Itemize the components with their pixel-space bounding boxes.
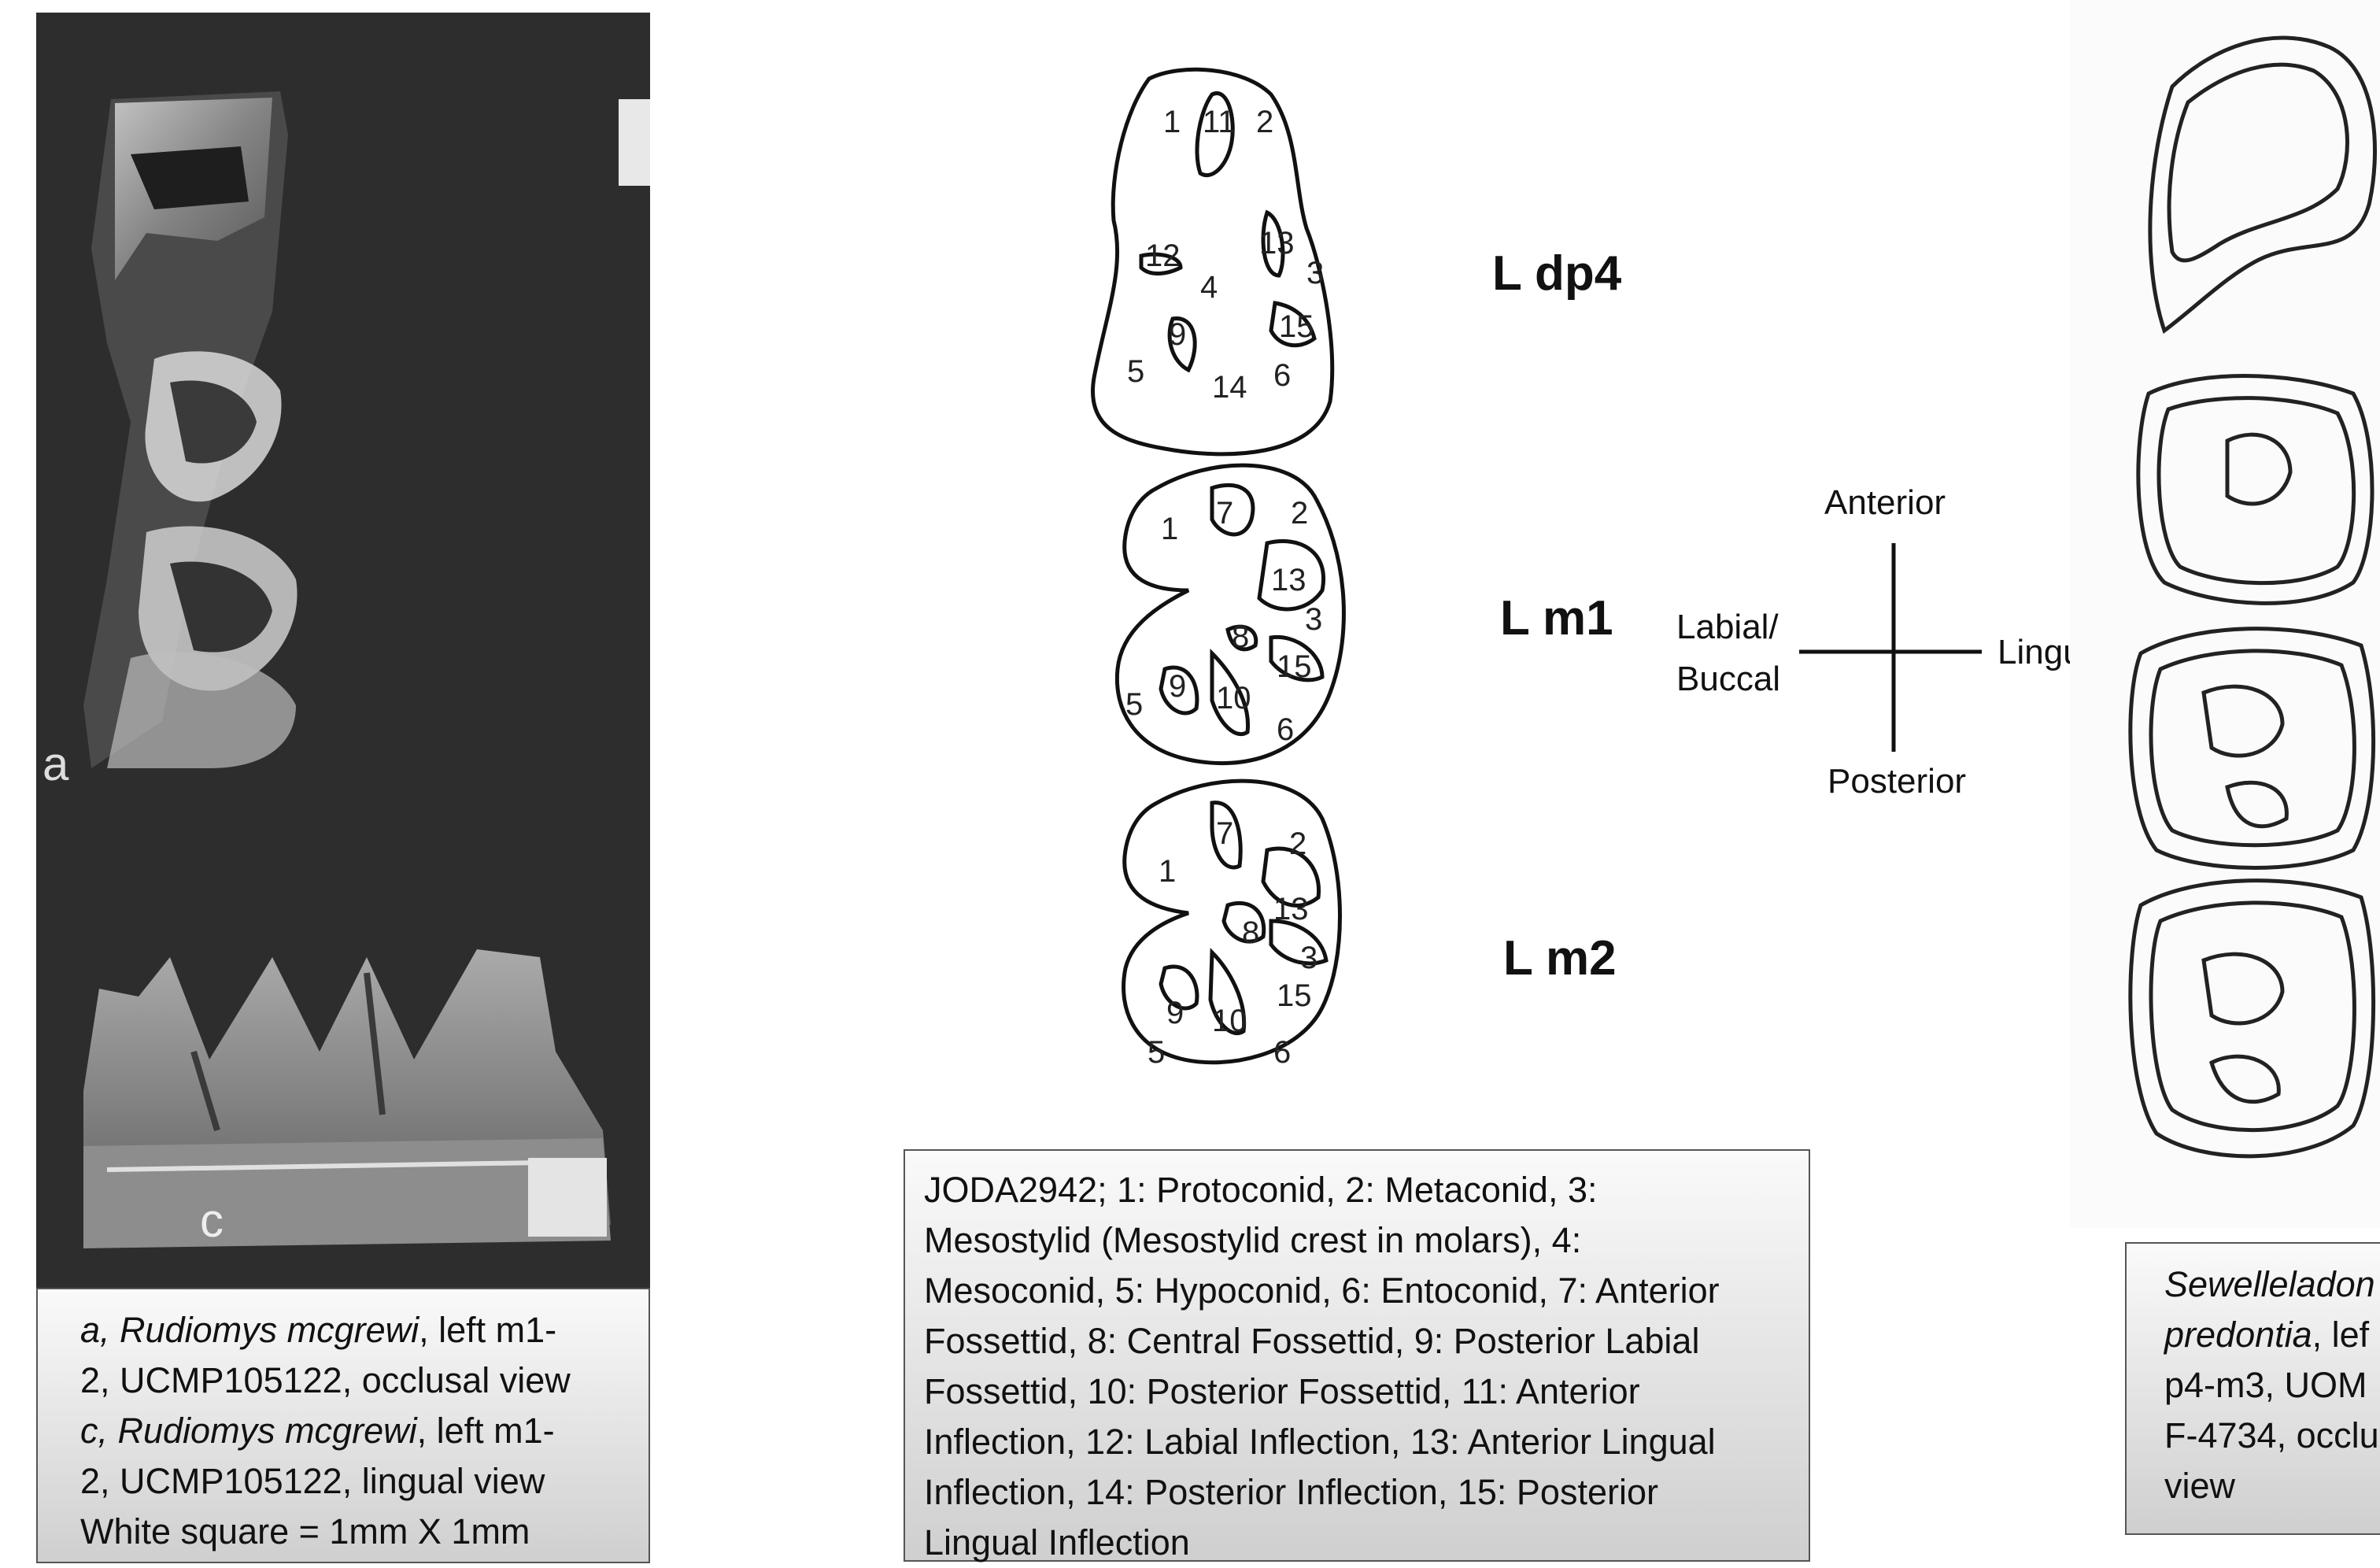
tooth-diagram: 1 11 2 12 13 3 4 9 15 5 14 6 7 1 2 13 3 … xyxy=(1070,47,1401,1118)
dp4-num: 4 xyxy=(1200,270,1218,305)
caption-line: Fossettid, 8: Central Fossettid, 9: Post… xyxy=(924,1316,1793,1366)
scale-square-top xyxy=(619,99,650,186)
caption-line: a, Rudiomys mcgrewi, left m1- xyxy=(80,1305,617,1355)
diagram-caption: JODA2942; 1: Protoconid, 2: Metaconid, 3… xyxy=(904,1149,1810,1562)
caption-line: Sewelleladon xyxy=(2164,1259,2380,1310)
m1-num: 5 xyxy=(1125,687,1143,722)
dp4-num: 3 xyxy=(1306,256,1324,290)
caption-line: Inflection, 14: Posterior Inflection, 15… xyxy=(924,1467,1793,1518)
m1-num: 7 xyxy=(1216,496,1233,531)
tooth-label-m1: L m1 xyxy=(1500,590,1613,646)
dp4-num: 14 xyxy=(1212,370,1247,405)
dp4-num: 11 xyxy=(1203,105,1236,139)
m2-num: 5 xyxy=(1148,1035,1165,1070)
specimen-photo-panel: a c xyxy=(36,13,650,1288)
caption-line: 2, UCMP105122, lingual view xyxy=(80,1456,617,1507)
caption-line: 2, UCMP105122, occlusal view xyxy=(80,1355,617,1406)
figure-label-a: a xyxy=(42,738,69,790)
m2-num: 7 xyxy=(1216,816,1233,851)
caption-line: JODA2942; 1: Protoconid, 2: Metaconid, 3… xyxy=(924,1165,1793,1215)
tooth-label-m2: L m2 xyxy=(1503,930,1617,986)
m2-num: 6 xyxy=(1273,1035,1291,1070)
m1-num: 8 xyxy=(1232,619,1249,654)
scale-square xyxy=(528,1158,607,1237)
figure-label-c: c xyxy=(200,1194,224,1247)
dp4-num: 12 xyxy=(1145,239,1181,273)
caption-line: predontia, lef xyxy=(2164,1310,2380,1360)
m2-num: 13 xyxy=(1273,892,1309,926)
caption-line: Lingual Inflection xyxy=(924,1518,1793,1568)
m1-num: 10 xyxy=(1216,681,1251,716)
occlusal-view-specimen xyxy=(83,91,298,768)
m2-num: 8 xyxy=(1242,915,1259,950)
caption-line: White square = 1mm X 1mm xyxy=(80,1507,617,1557)
dp4-num: 2 xyxy=(1256,105,1273,139)
caption-line: Fossettid, 10: Posterior Fossettid, 11: … xyxy=(924,1366,1793,1417)
m2-num: 1 xyxy=(1159,854,1176,889)
m1-num: 9 xyxy=(1169,669,1186,704)
m1-num: 2 xyxy=(1291,496,1308,531)
posterior-label: Posterior xyxy=(1828,762,1966,801)
dp4-num: 5 xyxy=(1127,354,1144,389)
orientation-cross xyxy=(1799,543,1988,756)
dp4-num: 1 xyxy=(1163,105,1181,139)
m2-num: 9 xyxy=(1166,996,1184,1030)
caption-line: c, Rudiomys mcgrewi, left m1- xyxy=(80,1406,617,1456)
m1-num: 13 xyxy=(1271,563,1306,597)
specimen-photo: a c xyxy=(36,13,650,1288)
labial-label: Labial/ xyxy=(1676,608,1779,647)
buccal-label: Buccal xyxy=(1676,660,1780,699)
dp4-num: 6 xyxy=(1273,358,1291,393)
caption-line: Inflection, 12: Labial Inflection, 13: A… xyxy=(924,1417,1793,1467)
dp4-num: 13 xyxy=(1259,226,1295,261)
left-caption: a, Rudiomys mcgrewi, left m1- 2, UCMP105… xyxy=(36,1288,650,1563)
caption-line: view xyxy=(2164,1461,2380,1511)
m2-num: 2 xyxy=(1289,827,1306,861)
tooth-label-dp4: L dp4 xyxy=(1492,246,1621,301)
caption-line: p4-m3, UOM xyxy=(2164,1360,2380,1411)
anterior-label: Anterior xyxy=(1824,483,1946,523)
right-caption: Sewelleladon predontia, lef p4-m3, UOM F… xyxy=(2125,1242,2380,1535)
m1-num: 3 xyxy=(1305,602,1322,637)
caption-line: Mesostylid (Mesostylid crest in molars),… xyxy=(924,1215,1793,1266)
m2-num: 15 xyxy=(1277,978,1312,1013)
caption-line: Mesoconid, 5: Hypoconid, 6: Entoconid, 7… xyxy=(924,1266,1793,1316)
m2-num: 10 xyxy=(1212,1004,1247,1038)
m1-num: 6 xyxy=(1277,712,1294,747)
tooth-row-drawing xyxy=(2070,0,2380,1228)
caption-line: F-4734, occlu xyxy=(2164,1411,2380,1461)
m1-num: 1 xyxy=(1161,512,1178,546)
m1-num: 15 xyxy=(1277,649,1312,684)
dp4-num: 9 xyxy=(1169,317,1186,352)
m2-num: 3 xyxy=(1300,941,1318,975)
dp4-num: 15 xyxy=(1279,309,1314,344)
